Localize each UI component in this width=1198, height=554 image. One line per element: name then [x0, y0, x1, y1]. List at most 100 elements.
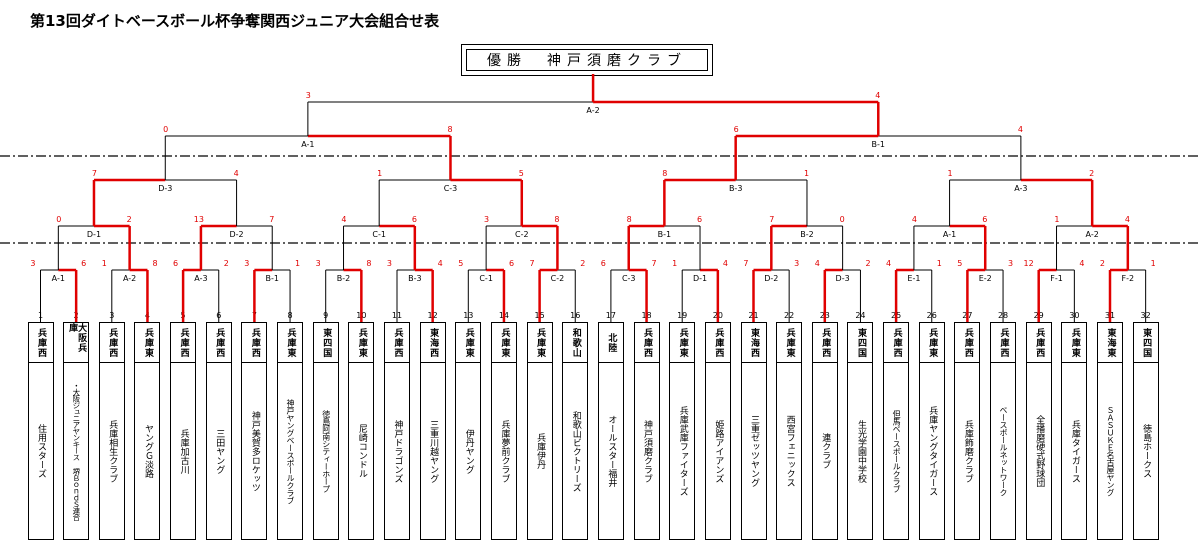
team-region: 東四国: [1133, 323, 1158, 363]
team-region: 大阪兵庫: [64, 323, 89, 363]
score-right: 4: [875, 91, 880, 100]
team-name: 兵庫武庫ファイターズ: [677, 406, 688, 496]
score-right: 1: [1151, 259, 1156, 268]
score-left: 0: [56, 215, 61, 224]
team-entry: 兵庫西ベースボールネットワーク: [990, 322, 1017, 540]
match-label: C-1: [372, 230, 386, 239]
score-right: 3: [794, 259, 799, 268]
score-left: 1: [377, 169, 382, 178]
score-left: 4: [341, 215, 346, 224]
team-entry: 東四国生光学園中学校: [847, 322, 874, 540]
match-label: A-2: [586, 106, 599, 115]
team-region: 兵庫西: [28, 323, 53, 363]
match-label: B-2: [337, 274, 350, 283]
match-label: B-1: [872, 140, 885, 149]
match-label: A-3: [194, 274, 207, 283]
champion-box: 優勝 神戸須磨クラブ: [461, 44, 713, 76]
match-label: C-2: [551, 274, 565, 283]
team-entry: 兵庫西兵庫飾磨クラブ: [954, 322, 981, 540]
match-label: A-2: [1086, 230, 1099, 239]
team-entry: 兵庫西姫路アイアンズ: [704, 322, 731, 540]
team-region: 兵庫西: [955, 323, 980, 363]
score-right: 7: [269, 215, 274, 224]
score-left: 8: [662, 169, 667, 178]
team-region: 兵庫東: [527, 323, 552, 363]
score-left: 4: [912, 215, 917, 224]
team-region: 東海西: [741, 323, 766, 363]
score-right: 4: [1079, 259, 1084, 268]
score-right: 6: [412, 215, 417, 224]
score-left: 1: [947, 169, 952, 178]
team-entry: 兵庫西連クラブ: [811, 322, 838, 540]
score-left: 6: [601, 259, 606, 268]
team-entry: 大阪兵庫・大阪ジュニアヤンキース 堺ＢｏｎｄＳ連合: [63, 322, 90, 540]
match-label: F-2: [1122, 274, 1135, 283]
team-region: 兵庫西: [884, 323, 909, 363]
score-left: 13: [194, 215, 204, 224]
team-name: 但馬ベースボールクラブ: [892, 409, 902, 493]
score-right: 0: [840, 215, 845, 224]
match-label: A-1: [943, 230, 956, 239]
score-right: 6: [81, 259, 86, 268]
team-entry: 兵庫東神戸ヤングベースボールクラブ: [277, 322, 304, 540]
team-region: 北陸: [598, 323, 623, 363]
team-entry: 兵庫東兵庫武庫ファイターズ: [669, 322, 696, 540]
team-name: 西宮フェニックス: [784, 415, 795, 487]
team-name: 兵庫タイガース: [1069, 419, 1080, 483]
team-region: 兵庫西: [991, 323, 1016, 363]
team-region: 兵庫東: [670, 323, 695, 363]
team-entry: 兵庫東ヤングＧ淡路: [134, 322, 161, 540]
match-label: E-2: [979, 274, 992, 283]
team-entry: 東四国徳島ホークス: [1132, 322, 1159, 540]
team-name: 尼崎コンドル: [356, 424, 367, 478]
match-label: C-3: [622, 274, 636, 283]
score-right: 6: [509, 259, 514, 268]
team-region: 兵庫西: [242, 323, 267, 363]
team-region: 兵庫東: [491, 323, 516, 363]
team-entry: 兵庫西住用スターズ: [27, 322, 54, 540]
score-right: 8: [366, 259, 371, 268]
score-left: 1: [1054, 215, 1059, 224]
team-region: 兵庫東: [919, 323, 944, 363]
team-name: ・大阪ジュニアヤンキース 堺ＢｏｎｄＳ連合: [71, 382, 81, 520]
team-entry: 兵庫西神戸美賀多ロケッツ: [241, 322, 268, 540]
team-region: 東海東: [1098, 323, 1122, 363]
score-left: 0: [163, 125, 168, 134]
score-left: 6: [173, 259, 178, 268]
match-label: A-1: [52, 274, 65, 283]
score-left: 7: [530, 259, 535, 268]
team-name: 住用スターズ: [36, 424, 46, 478]
team-name: 徳島ホークス: [1141, 424, 1152, 478]
team-region: 兵庫東: [1062, 323, 1087, 363]
team-region: 兵庫東: [349, 323, 374, 363]
team-name: 神戸美賀多ロケッツ: [249, 410, 260, 492]
team-region: 兵庫西: [206, 323, 231, 363]
team-name: 兵庫加古川: [178, 428, 189, 474]
team-entry: 兵庫西但馬ベースボールクラブ: [883, 322, 910, 540]
team-name: 和歌山ビクトリーズ: [570, 410, 581, 492]
score-left: 4: [886, 259, 891, 268]
match-label: E-1: [907, 274, 920, 283]
team-entry: 兵庫東兵庫伊丹: [526, 322, 553, 540]
score-right: 8: [447, 125, 452, 134]
score-right: 6: [697, 215, 702, 224]
team-name: 兵庫相生クラブ: [107, 419, 118, 483]
score-left: 3: [306, 91, 311, 100]
team-name: ＳＡＳＵＫＥ名古屋ヤング: [1106, 406, 1115, 496]
match-label: A-3: [1014, 184, 1027, 193]
score-left: 2: [1100, 259, 1105, 268]
score-right: 8: [152, 259, 157, 268]
team-region: 兵庫東: [278, 323, 303, 363]
score-right: 4: [234, 169, 239, 178]
score-right: 1: [937, 259, 942, 268]
score-left: 5: [957, 259, 962, 268]
team-name: 兵庫伊丹: [535, 433, 546, 469]
team-region: 和歌山: [563, 323, 588, 363]
score-left: 3: [316, 259, 321, 268]
team-entry: 兵庫東兵庫タイガース: [1061, 322, 1088, 540]
score-left: 3: [484, 215, 489, 224]
team-name: 三重ゼッツヤング: [749, 415, 759, 487]
team-name: 生光学園中学校: [855, 419, 866, 483]
team-name: 神戸須磨クラブ: [642, 419, 653, 483]
team-name: ベースボールネットワーク: [999, 406, 1009, 496]
